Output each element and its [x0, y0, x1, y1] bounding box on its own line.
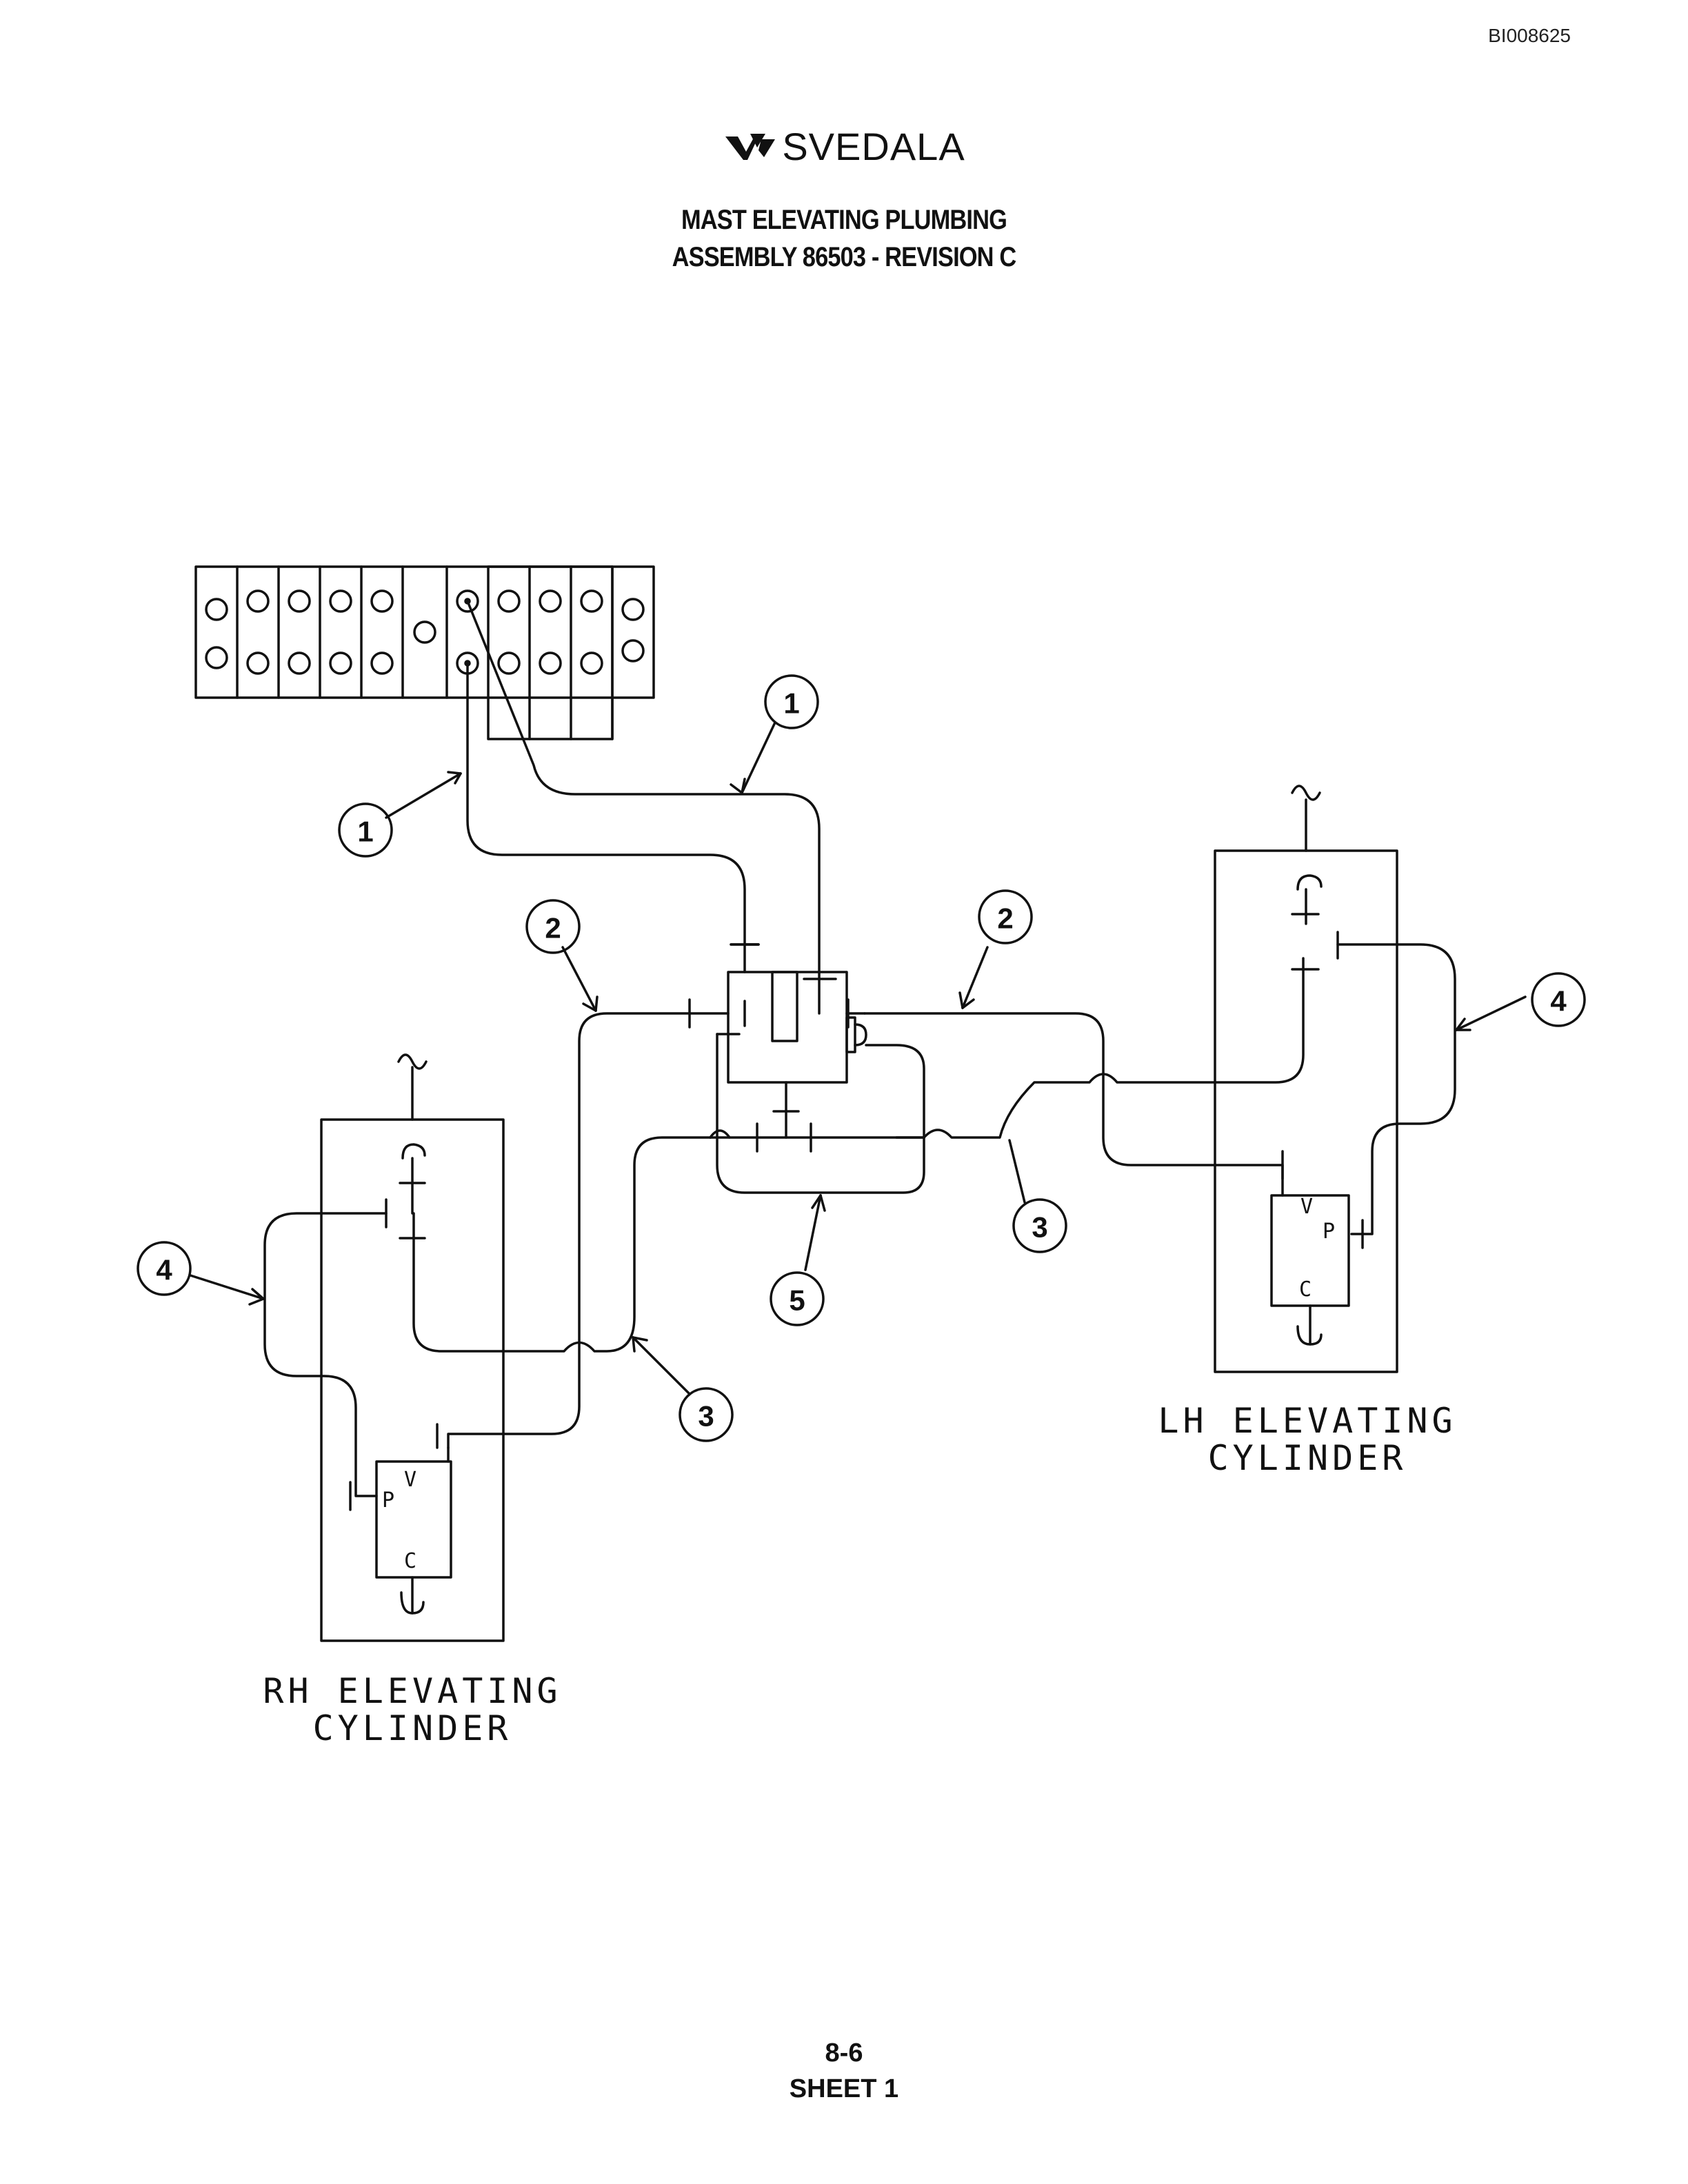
lh-cylinder-label-line-1: LH ELEVATING — [1158, 1401, 1456, 1441]
hose-1-right — [466, 600, 821, 1015]
title-line-1: MAST ELEVATING PLUMBING — [681, 205, 1007, 235]
rh-cylinder-label-line-2: CYLINDER — [313, 1708, 512, 1748]
document-id: BI008625 — [1488, 25, 1571, 46]
rh-cylinder-label-line-1: RH ELEVATING — [263, 1671, 561, 1711]
brand-name: SVEDALA — [782, 125, 965, 168]
callout-2-right: 2 — [997, 902, 1013, 935]
hose-2-right — [863, 1012, 1284, 1197]
sheet-number: SHEET 1 — [789, 2074, 899, 2103]
svedala-mark-icon — [725, 133, 776, 160]
callout-circles — [137, 674, 1586, 1442]
callout-1-top: 1 — [783, 687, 799, 720]
page-footer: 8-6 SHEET 1 — [0, 2035, 1688, 2107]
hose-1-left — [466, 662, 746, 973]
lh-port-v: V — [1300, 1195, 1313, 1219]
callout-4-left: 4 — [156, 1254, 172, 1286]
callout-1-left: 1 — [357, 816, 373, 848]
hose-4-left — [263, 1212, 388, 1497]
hose-3-right — [709, 957, 1305, 1139]
fitting-ticks — [688, 943, 850, 1153]
brand-logo: SVEDALA — [0, 124, 1688, 169]
hose-2-left — [447, 1012, 691, 1449]
rh-port-p: P — [382, 1488, 394, 1513]
callout-leaders — [189, 721, 1527, 1395]
rh-elevating-cylinder — [320, 1053, 505, 1642]
lh-cylinder-label-line-2: CYLINDER — [1208, 1438, 1407, 1478]
callout-4-right: 4 — [1550, 985, 1567, 1018]
hose-3-left — [412, 1136, 712, 1353]
lh-elevating-cylinder — [1214, 785, 1398, 1373]
title-line-2: ASSEMBLY 86503 - REVISION C — [672, 242, 1017, 272]
hose-4-right — [1336, 943, 1456, 1235]
lh-port-p: P — [1323, 1220, 1335, 1244]
page-number: 8-6 — [825, 2039, 863, 2067]
rh-port-c: C — [404, 1549, 416, 1573]
rh-port-v: V — [404, 1468, 416, 1492]
lh-port-c: C — [1299, 1277, 1312, 1302]
control-valve-bank — [194, 565, 655, 740]
page-title: MAST ELEVATING PLUMBING ASSEMBLY 86503 -… — [0, 201, 1688, 276]
callout-3-left: 3 — [698, 1400, 714, 1433]
hose-5 — [716, 1033, 925, 1194]
callout-2-left: 2 — [545, 912, 561, 944]
callout-5: 5 — [789, 1284, 805, 1317]
callout-3-right: 3 — [1032, 1211, 1047, 1244]
